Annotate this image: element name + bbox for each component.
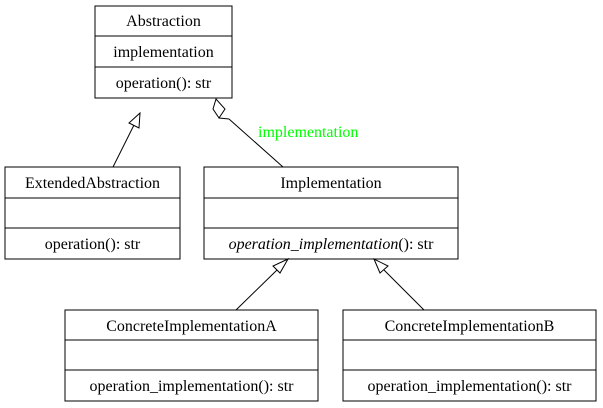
class-concrete-implementation-a-name: ConcreteImplementationA: [106, 318, 277, 335]
class-extended-abstraction-method: operation(): str: [45, 236, 141, 253]
class-abstraction-name: Abstraction: [126, 13, 201, 30]
class-implementation-method-suffix: (): str: [398, 236, 434, 253]
aggregation-abstraction-implementation: implementation: [212, 98, 358, 168]
class-abstraction-box: [94, 5, 233, 99]
inheritance-line-concrete-b: [383, 269, 425, 311]
aggregation-line: [228, 118, 284, 168]
class-concrete-implementation-b[interactable]: ConcreteImplementationB operation_implem…: [342, 309, 597, 402]
class-abstraction[interactable]: Abstraction implementation operation(): …: [94, 5, 233, 99]
inheritance-concrete-b-to-implementation: [373, 257, 425, 311]
class-concrete-implementation-a[interactable]: ConcreteImplementationA operation_implem…: [64, 309, 319, 402]
class-abstraction-method: operation(): str: [116, 75, 212, 92]
class-extended-abstraction-box: [4, 166, 181, 260]
class-extended-abstraction-name: ExtendedAbstraction: [25, 175, 160, 192]
class-implementation-box: [203, 166, 459, 260]
class-abstraction-attribute: implementation: [113, 44, 213, 61]
inheritance-arrowhead-implementation-right: [373, 257, 389, 274]
class-implementation-method: operation_implementation(): str: [229, 236, 435, 253]
class-concrete-implementation-a-box: [64, 309, 319, 402]
inheritance-line-concrete-a: [235, 269, 278, 311]
class-implementation-name: Implementation: [280, 175, 381, 192]
class-concrete-implementation-a-method: operation_implementation(): str: [90, 378, 295, 395]
aggregation-connector: [218, 117, 230, 120]
class-extended-abstraction[interactable]: ExtendedAbstraction operation(): str: [4, 166, 181, 260]
inheritance-extended-abstraction-to-abstraction: [112, 111, 141, 168]
class-concrete-implementation-b-name: ConcreteImplementationB: [385, 318, 555, 335]
class-implementation-method-name: operation_implementation: [229, 236, 399, 253]
aggregation-label: implementation: [258, 124, 358, 141]
inheritance-arrowhead-implementation-left: [272, 257, 290, 274]
inheritance-line-extended-abstraction: [112, 124, 135, 168]
class-concrete-implementation-b-method: operation_implementation(): str: [368, 378, 573, 395]
class-implementation[interactable]: Implementation operation_implementation(…: [203, 166, 459, 260]
inheritance-concrete-a-to-implementation: [235, 257, 290, 311]
inheritance-arrowhead-abstraction: [128, 111, 141, 129]
class-concrete-implementation-b-box: [342, 309, 597, 402]
